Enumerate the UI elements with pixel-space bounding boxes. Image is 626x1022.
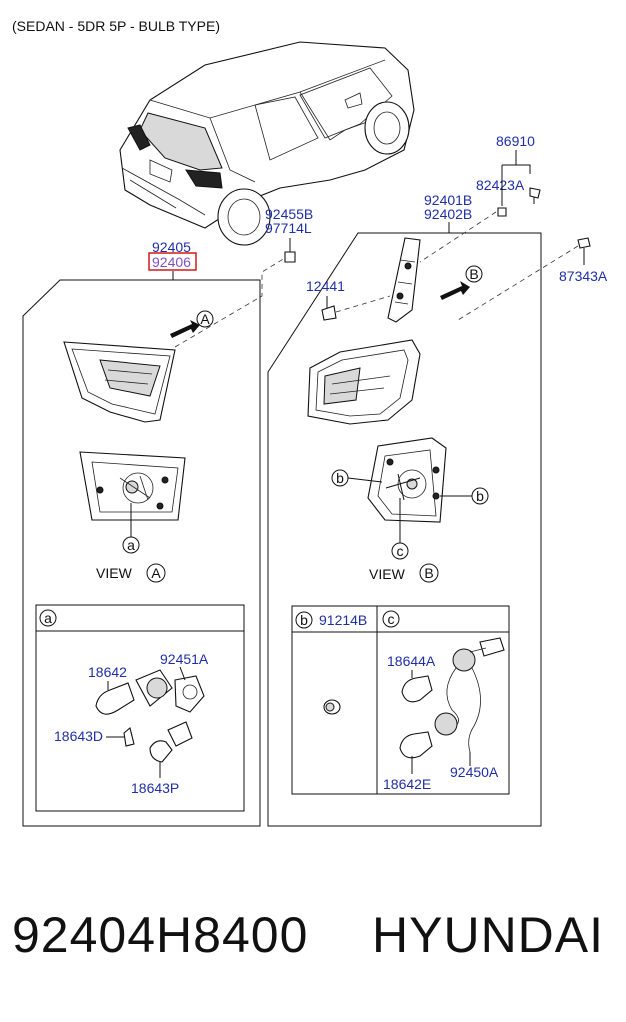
grommet-91214B bbox=[323, 699, 341, 715]
view-A-marker: A bbox=[151, 565, 161, 581]
view-label-B: VIEW bbox=[369, 566, 406, 582]
socket-92451A bbox=[135, 666, 205, 713]
bulb-18643D bbox=[106, 727, 135, 747]
arrow-A: A bbox=[170, 310, 214, 338]
mounting-bracket bbox=[387, 237, 421, 323]
callout-a: a bbox=[127, 537, 135, 553]
right-group-frame bbox=[267, 232, 542, 827]
part-92402B: 92402B bbox=[424, 206, 472, 222]
highlight-box bbox=[148, 252, 197, 271]
part-18643D: 18643D bbox=[54, 728, 103, 744]
view-label-A: VIEW bbox=[96, 565, 133, 581]
bulb-18642 bbox=[95, 681, 135, 715]
left-group-frame bbox=[22, 279, 261, 827]
part-91214B: 91214B bbox=[319, 612, 367, 628]
part-18642: 18642 bbox=[88, 664, 127, 680]
outer-lamp-part bbox=[307, 339, 421, 425]
part-82423A: 82423A bbox=[476, 177, 525, 193]
detail-b-callout: b bbox=[300, 612, 308, 628]
car-illustration bbox=[119, 41, 415, 246]
inner-lamp-part bbox=[63, 341, 176, 423]
part-18642E: 18642E bbox=[383, 776, 431, 792]
caption-bar: 92404H8400 HYUNDAI bbox=[0, 896, 626, 986]
part-87343A: 87343A bbox=[559, 268, 608, 284]
part-92401B: 92401B bbox=[424, 192, 472, 208]
callout-b-right: b bbox=[476, 488, 484, 504]
part-92405: 92405 bbox=[152, 239, 191, 255]
part-97714L: 97714L bbox=[265, 220, 312, 236]
detail-a-callout: a bbox=[44, 610, 52, 626]
harness-92450A bbox=[434, 637, 505, 766]
footer-brand: HYUNDAI bbox=[372, 907, 605, 963]
part-12441: 12441 bbox=[306, 278, 345, 294]
detail-box-a bbox=[35, 604, 245, 812]
bulb-18643P bbox=[149, 721, 193, 778]
variant-header: (SEDAN - 5DR 5P - BULB TYPE) bbox=[12, 18, 220, 34]
callout-B-arrow: B bbox=[469, 266, 478, 282]
bulb-18644A bbox=[401, 670, 433, 703]
arrow-B: B bbox=[440, 265, 483, 300]
detail-c-callout: c bbox=[388, 611, 395, 627]
bulb-18642E bbox=[399, 731, 433, 774]
callout-A-arrow: A bbox=[200, 311, 210, 327]
view-B-marker: B bbox=[424, 565, 433, 581]
part-18643P: 18643P bbox=[131, 780, 179, 796]
callout-c: c bbox=[397, 543, 404, 559]
part-92455B: 92455B bbox=[265, 206, 313, 222]
part-92406-highlighted: 92406 bbox=[152, 254, 191, 270]
callout-b-left: b bbox=[336, 470, 344, 486]
part-18644A: 18644A bbox=[387, 653, 436, 669]
part-92451A: 92451A bbox=[160, 651, 209, 667]
inner-lamp-rear bbox=[79, 451, 186, 521]
part-86910: 86910 bbox=[496, 133, 535, 149]
part-92450A: 92450A bbox=[450, 764, 499, 780]
footer-part-number: 92404H8400 bbox=[12, 907, 309, 963]
outer-lamp-rear bbox=[367, 437, 447, 523]
detail-box-bc bbox=[291, 605, 510, 795]
